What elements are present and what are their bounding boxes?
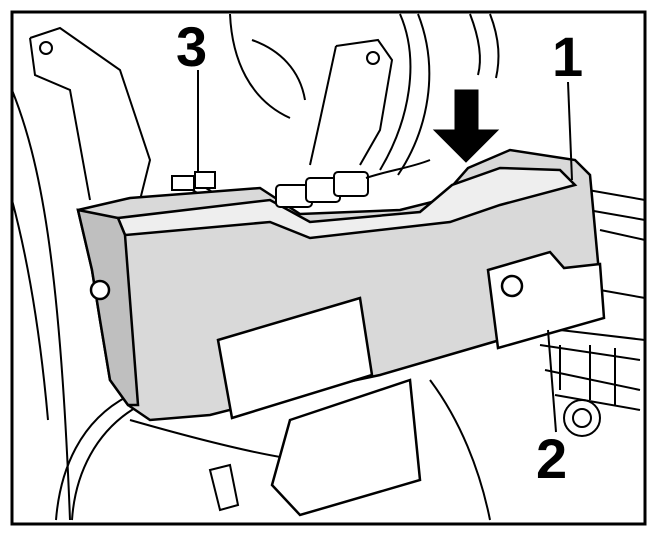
mounting-bracket [216,250,606,517]
leader-lines [197,70,573,433]
arrow-down-icon [432,89,500,163]
callout-label-1: 1 [552,25,583,88]
callout-label-2: 2 [536,427,567,490]
callout-label-3: 3 [176,15,207,78]
connectors [275,159,431,208]
vehicle-body-lines [11,13,646,521]
